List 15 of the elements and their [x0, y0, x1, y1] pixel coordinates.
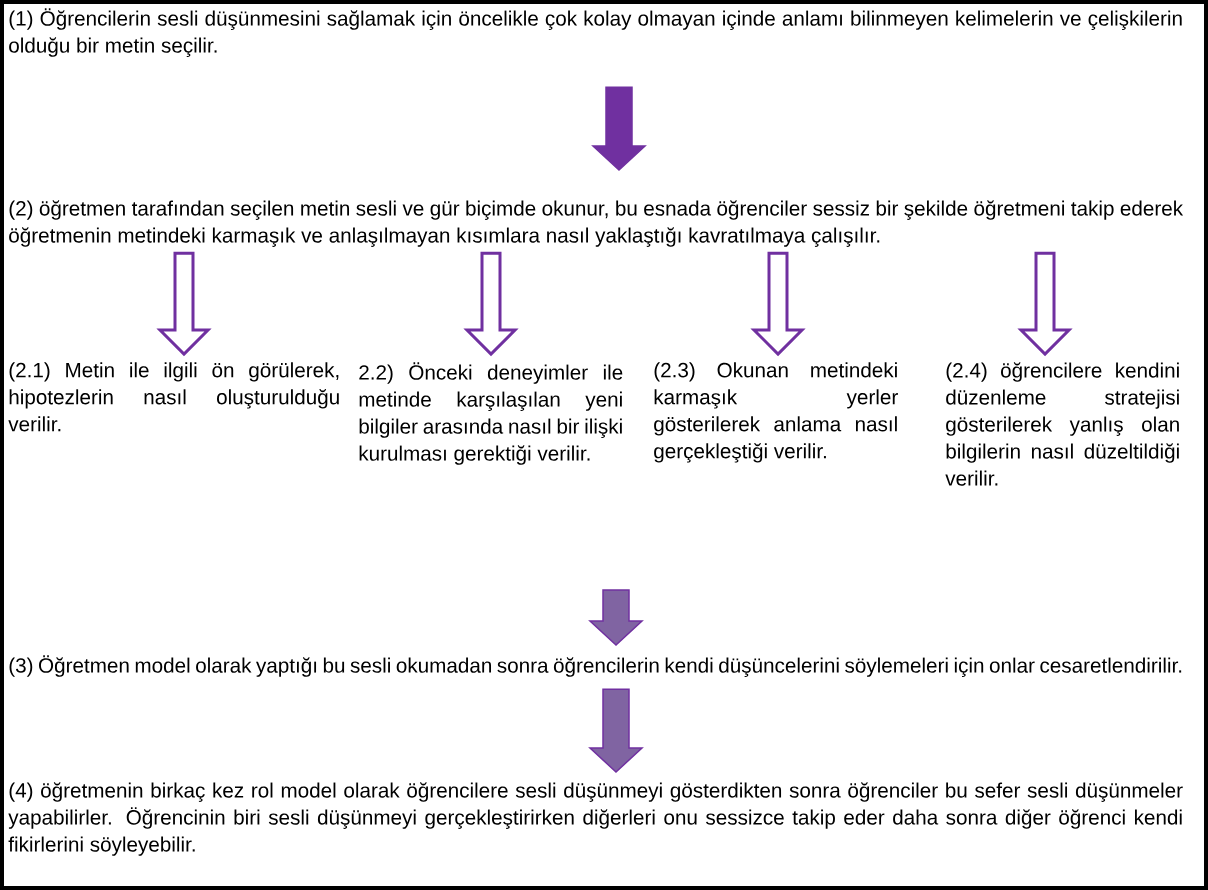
block-arrow — [588, 688, 644, 774]
step-text: (1) Öğrencilerin sesli düşünmesini sağlamak için öncelikle çok kolay olmayan içinde anlamı bilinmeyen kelimelerin ve çelişkilerin olduğu bir metin seçilir. — [9, 8, 1182, 57]
step-text: (3) Öğretmen model olarak yaptığı bu sesli okumadan sonra öğrencilerin kendi düşüncelerini söylemeleri için onlar cesaretlendirilir. — [9, 655, 1182, 677]
step-text: (2.3) Okunan metindeki karmaşık yerler gösterilerek anlama nasıl gerçekleştiği verilir. — [654, 362, 898, 463]
step-text: (4) öğretmenin birkaç kez rol model olarak öğrencilere sesli düşünmeyi gösterdikten sonra öğrenciler bu sefer sesli düşünmeler yapabilirler. Öğrencinin biri sesli düşünmeyi gerçekleştirirken diğerleri onu sessizce takip eder daha sonra diğer öğrenci kendi fikirlerini söyleyebilir. — [8, 782, 1183, 856]
outline-arrow — [156, 251, 212, 357]
step-text: 2.2) Önceki deneyimler ile metinde karşılaşılan yeni bilgiler arasında nasıl bir ilişki kurulması gerektiği verilir. — [359, 362, 623, 465]
outline-arrow — [1017, 251, 1073, 357]
outline-arrow — [750, 251, 806, 357]
step-text: (2) öğretmen tarafından seçilen metin sesli ve gür biçimde okunur, bu esnada öğrenciler sessiz bir şekilde öğretmeni takip ederek öğretmenin metindeki karmaşık ve anlaşılmayan kısımlara nasıl yaklaştığı kavratılmaya çalışılır. — [9, 200, 1184, 247]
block-arrow — [591, 86, 647, 172]
block-arrow — [588, 589, 644, 647]
step-text: (2.1) Metin ile ilgili ön görülerek, hipotezlerin nasıl oluşturulduğu verilir. — [8, 362, 339, 432]
outline-arrow — [463, 251, 519, 357]
step-text: (2.4) öğrencilere kendini düzenleme stratejisi gösterilerek yanlış olan bilgilerin nasıl düzeltildiği verilir. — [945, 362, 1179, 486]
